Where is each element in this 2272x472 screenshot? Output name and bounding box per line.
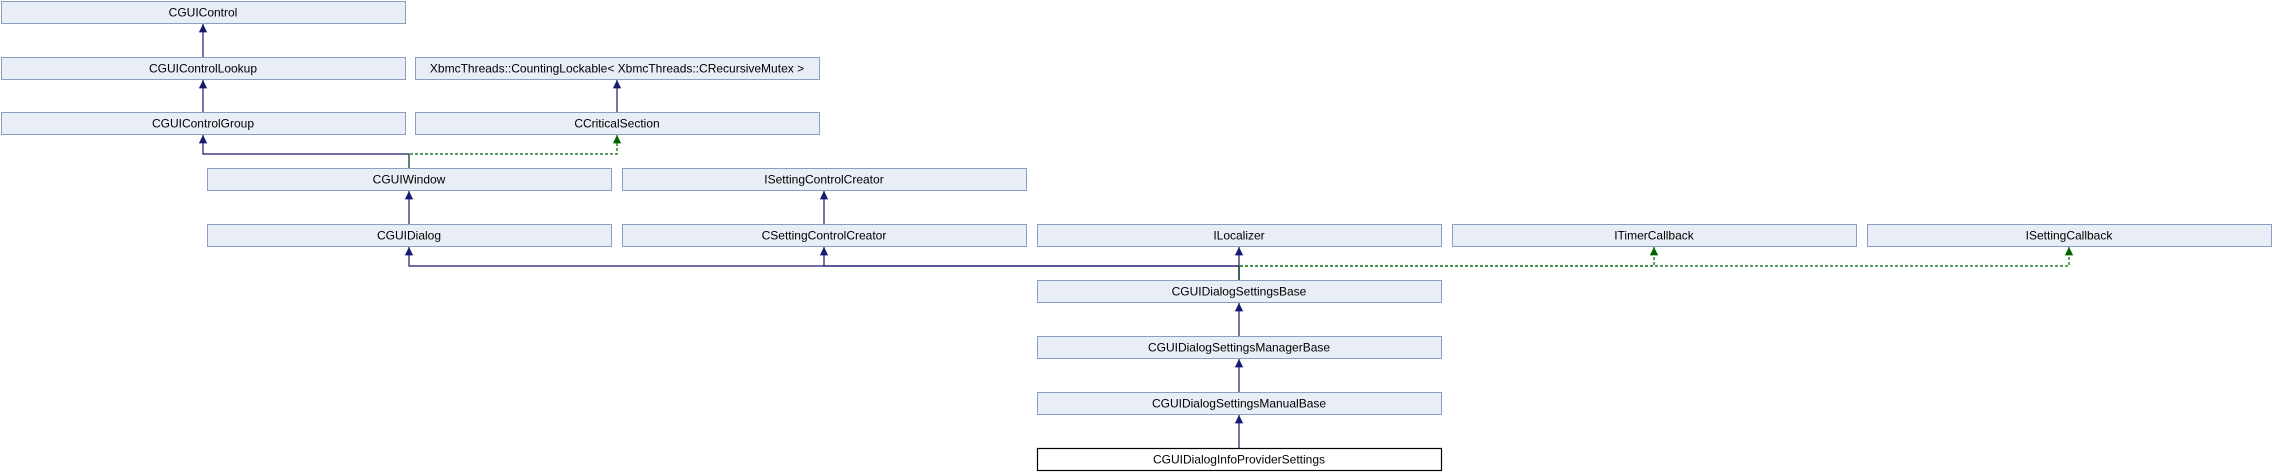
edge-cguidialogsettingsbase-to-isettingcallback	[1238, 247, 2074, 280]
class-node-cguidialog[interactable]: CGUIDialog	[207, 224, 612, 247]
class-node-cguicontrollookup[interactable]: CGUIControlLookup	[1, 57, 406, 80]
class-label: CGUIWindow	[373, 173, 446, 187]
edge-cguiwindow-to-ccriticalsection	[408, 135, 622, 168]
class-node-ccriticalsection[interactable]: CCriticalSection	[415, 112, 820, 135]
class-node-cguidialoginfoprovidersettings[interactable]: CGUIDialogInfoProviderSettings	[1036, 447, 1443, 472]
class-node-cguidialogsettingsmanagerbase[interactable]: CGUIDialogSettingsManagerBase	[1037, 336, 1442, 359]
class-box	[207, 168, 612, 191]
class-label: CSettingControlCreator	[762, 229, 887, 243]
class-box	[1, 57, 406, 80]
class-label: XbmcThreads::CountingLockable< XbmcThrea…	[430, 62, 804, 76]
class-node-cguidialogsettingsbase[interactable]: CGUIDialogSettingsBase	[1037, 280, 1442, 303]
class-box	[1037, 280, 1442, 303]
class-node-csettingcontrolcreator[interactable]: CSettingControlCreator	[622, 224, 1027, 247]
class-node-isettingcontrolcreator[interactable]: ISettingControlCreator	[622, 168, 1027, 191]
class-box	[1, 112, 406, 135]
class-box	[1037, 336, 1442, 359]
class-label: CGUIDialogInfoProviderSettings	[1153, 453, 1325, 467]
class-label: ISettingControlCreator	[764, 173, 883, 187]
class-node-cguidialogsettingsmanualbase[interactable]: CGUIDialogSettingsManualBase	[1037, 392, 1442, 415]
class-node-countinglockable[interactable]: XbmcThreads::CountingLockable< XbmcThrea…	[415, 57, 820, 80]
class-label: CGUIControlLookup	[149, 62, 257, 76]
class-box	[1037, 392, 1442, 415]
class-box	[1452, 224, 1857, 247]
class-label: CCriticalSection	[574, 117, 659, 131]
edge-cguidialogsettingsbase-to-itimercallback	[1238, 247, 1659, 280]
class-label: CGUIControl	[169, 6, 238, 20]
class-label: CGUIDialogSettingsManualBase	[1152, 397, 1326, 411]
edges-layer	[198, 24, 2074, 448]
edge-cguiwindow-to-cguicontrolgroup	[198, 135, 410, 168]
class-label: ISettingCallback	[2026, 229, 2114, 243]
class-node-isettingcallback[interactable]: ISettingCallback	[1867, 224, 2272, 247]
class-box	[1037, 224, 1442, 247]
class-label: CGUIDialog	[377, 229, 441, 243]
class-label: CGUIDialogSettingsBase	[1172, 285, 1307, 299]
class-node-cguicontrolgroup[interactable]: CGUIControlGroup	[1, 112, 406, 135]
class-node-itimercallback[interactable]: ITimerCallback	[1452, 224, 1857, 247]
edge-cguidialogsettingsbase-to-csettingcontrolcreator	[819, 247, 1240, 280]
class-box	[1, 1, 406, 24]
class-label: ITimerCallback	[1614, 229, 1695, 243]
class-node-cguiwindow[interactable]: CGUIWindow	[207, 168, 612, 191]
class-label: CGUIControlGroup	[152, 117, 254, 131]
class-box	[622, 168, 1027, 191]
class-node-ilocalizer[interactable]: ILocalizer	[1037, 224, 1442, 247]
class-box	[415, 112, 820, 135]
class-node-cguicontrol[interactable]: CGUIControl	[1, 1, 406, 24]
class-box	[1036, 447, 1443, 472]
class-box	[207, 224, 612, 247]
class-box	[415, 57, 820, 80]
class-label: ILocalizer	[1213, 229, 1264, 243]
class-box	[622, 224, 1027, 247]
class-label: CGUIDialogSettingsManagerBase	[1148, 341, 1330, 355]
